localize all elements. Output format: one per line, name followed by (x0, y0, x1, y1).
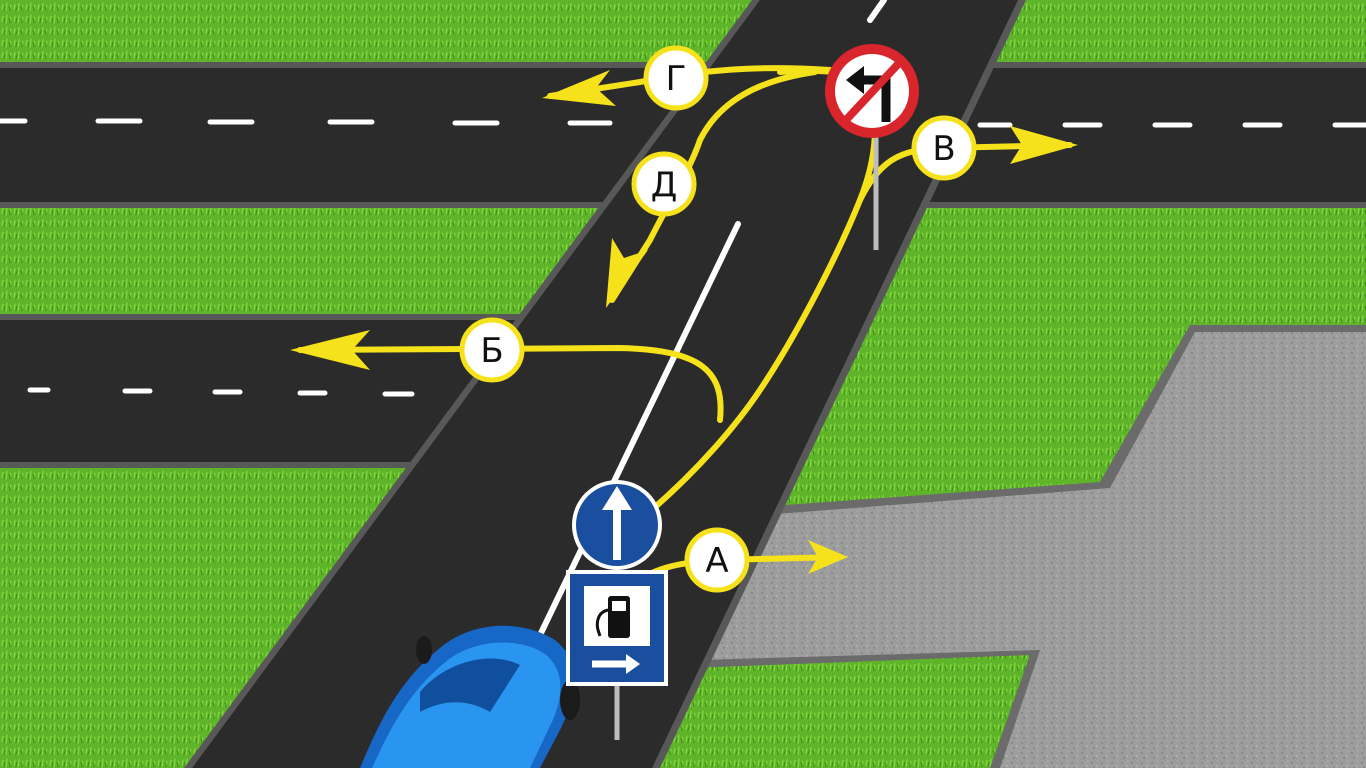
straight-only-sign (572, 480, 662, 570)
route-label-b: Б (459, 317, 525, 383)
blue-car (360, 625, 580, 768)
route-label-b-text: Б (480, 331, 503, 371)
route-label-a: А (684, 527, 750, 593)
top-road-dashes (0, 118, 1366, 128)
fuel-station-sign (566, 570, 668, 686)
route-label-a-text: А (705, 541, 728, 581)
route-label-d-text: Д (651, 165, 678, 205)
route-g-arrowhead (542, 70, 616, 106)
route-label-g: Г (643, 45, 709, 111)
sign-post-group (566, 480, 668, 740)
gravel-area (690, 325, 1366, 768)
route-label-g-text: Г (666, 59, 687, 99)
route-b-arrowhead (290, 330, 370, 370)
fuel-pump-icon (595, 596, 630, 638)
route-a-arrowhead (808, 540, 848, 574)
route-label-v-text: В (932, 129, 955, 169)
route-label-v: В (911, 115, 977, 181)
left-road-dashes (27, 387, 415, 397)
route-v-arrowhead (1010, 126, 1078, 164)
no-left-turn-icon (843, 59, 903, 123)
no-left-turn-sign (825, 44, 919, 250)
route-label-d: Д (631, 151, 697, 217)
straight-only-arrow-icon (602, 486, 632, 560)
route-d-arrowhead (606, 238, 648, 308)
right-arrow-icon (592, 654, 640, 674)
route-b-path (297, 345, 724, 423)
main-diagonal-road (184, 0, 1026, 768)
